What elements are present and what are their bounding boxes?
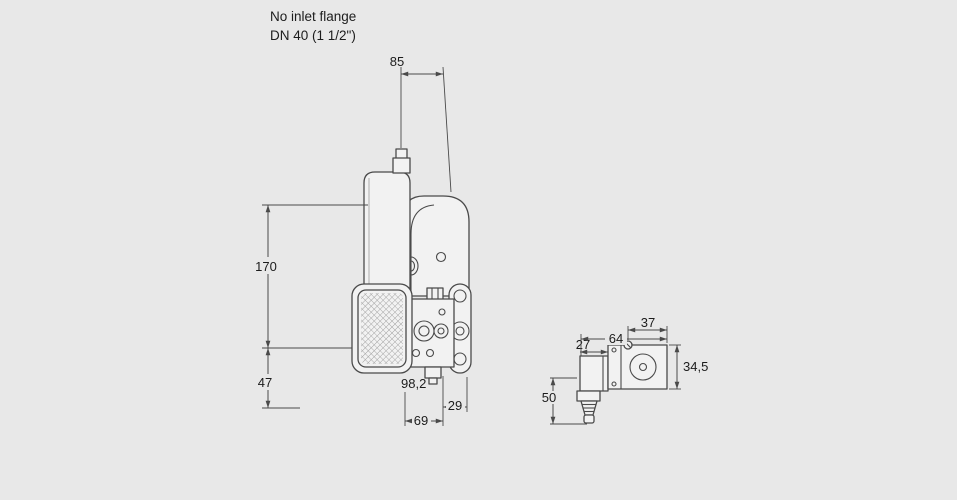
valve-front-view <box>351 148 472 385</box>
side-port-inner <box>638 362 648 372</box>
body-screw-right <box>425 348 435 358</box>
note-line-2: DN 40 (1 1/2") <box>270 28 356 43</box>
dim-98-2-label: 98,2 <box>401 376 426 391</box>
dim-64-label-patch <box>605 332 627 345</box>
dim-64-label: 64 <box>609 331 623 346</box>
drawing-note: No inlet flange DN 40 (1 1/2") <box>270 7 356 45</box>
dim-47-label-patch <box>253 374 280 390</box>
dim-85-label: 85 <box>390 54 404 69</box>
actuator-dome-contour <box>410 204 435 294</box>
dim-34-5-label: 34,5 <box>683 359 708 374</box>
outlet-bolt-top <box>453 289 467 303</box>
valve-side-view <box>576 340 668 424</box>
cable-gland-tip <box>583 414 595 424</box>
body-port-mid-inner <box>437 327 445 335</box>
dim-47-label: 47 <box>258 375 272 390</box>
dim-69-label-patch <box>412 414 431 427</box>
dim-50-label-patch <box>540 391 559 404</box>
vent-nipple-collar <box>392 157 411 174</box>
body-port-mid-outer <box>433 323 449 339</box>
outlet-port-inner <box>455 326 465 336</box>
body-port-large-inner <box>418 325 430 337</box>
note-line-1: No inlet flange <box>270 9 357 24</box>
side-screw-top-left <box>611 347 617 353</box>
inlet-strainer-mesh <box>361 293 403 364</box>
dim-37-label: 37 <box>641 315 655 330</box>
dim-170-label-patch <box>252 257 282 274</box>
dim-50-label: 50 <box>542 390 556 405</box>
dim-85-ext-right <box>442 66 452 193</box>
front-view-dimensions: 85 170 47 98,2 29 69 <box>252 54 468 428</box>
side-body <box>607 344 668 390</box>
dim-69-label: 69 <box>414 413 428 428</box>
connector-block <box>576 390 601 402</box>
solenoid-coil <box>579 355 609 392</box>
side-view-dimensions: 27 64 37 34,5 50 <box>540 315 708 425</box>
dim-170-label: 170 <box>255 259 277 274</box>
bottom-outlet-tip <box>428 377 438 385</box>
cable-gland-ribs <box>582 403 596 413</box>
dim-29-label-patch <box>446 399 465 413</box>
side-port-outer <box>629 353 657 381</box>
dome-port-small-circle <box>435 251 447 263</box>
actuator-cylinder <box>363 171 411 297</box>
valve-stem-block <box>426 287 444 301</box>
body-screw-top <box>438 308 446 316</box>
side-screw-bottom-left <box>611 381 617 387</box>
dim-29-label: 29 <box>448 398 462 413</box>
bottom-outlet-stub <box>424 366 442 379</box>
actuator-dome <box>403 195 470 297</box>
